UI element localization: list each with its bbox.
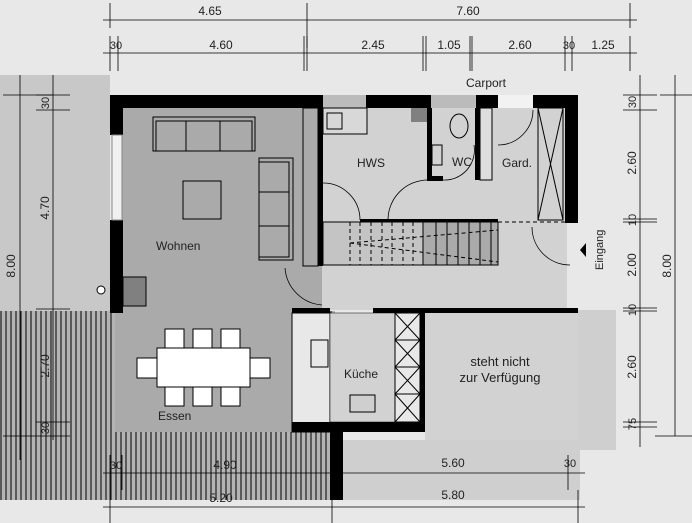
dim-top-inner-5: 2.60 <box>508 38 532 52</box>
wardrobe <box>537 107 564 221</box>
room-label-hws: HWS <box>357 156 385 170</box>
window-left[interactable] <box>111 134 123 221</box>
dim-left-inner-1: 30 <box>40 97 52 109</box>
cupboard <box>302 107 319 267</box>
dim-bottom-outer-1: 5.20 <box>209 491 233 505</box>
dim-bottom-inner-2: 4.90 <box>213 458 237 472</box>
room-label-kueche: Küche <box>344 367 378 381</box>
dim-right-inner-3: 10 <box>627 214 639 226</box>
dim-top-inner-4: 1.05 <box>437 38 461 52</box>
garden-area <box>0 75 110 311</box>
side-area <box>578 310 616 450</box>
wc-sink <box>431 144 443 166</box>
washer <box>322 107 368 135</box>
outdoor-light <box>96 285 106 295</box>
boiler <box>411 108 427 122</box>
dim-bottom-inner-4: 30 <box>564 458 576 470</box>
dim-top-inner-3: 2.45 <box>361 38 385 52</box>
dim-right-outer: 8.00 <box>660 254 674 278</box>
dim-left-inner-3: 2.70 <box>38 354 52 378</box>
doors[interactable] <box>284 109 571 306</box>
dimension-lines <box>3 3 692 523</box>
staircase <box>322 221 578 266</box>
unavailable-label-2: zur Verfügung <box>460 370 541 385</box>
dim-bottom-inner-1: 30 <box>110 460 122 472</box>
toilet <box>449 113 469 139</box>
dim-right-inner-7: 75 <box>627 418 639 430</box>
dim-right-inner-1: 30 <box>627 96 639 108</box>
gard-post <box>479 107 493 181</box>
dim-left-inner-4: 30 <box>40 422 52 434</box>
dim-bottom-inner-3: 5.60 <box>441 456 465 470</box>
dim-top-outer-2: 7.60 <box>456 4 480 18</box>
carport-label: Carport <box>466 76 507 90</box>
walls <box>110 95 578 500</box>
dim-right-inner-5: 10 <box>627 304 639 316</box>
room-label-gard: Gard. <box>502 156 532 170</box>
kitchen-counter <box>291 312 331 433</box>
window-gard[interactable] <box>498 95 533 108</box>
bottom-area <box>335 440 580 500</box>
entrance-label: Eingang <box>594 230 606 270</box>
dim-top-inner-7: 1.25 <box>591 38 615 52</box>
dim-top-outer-1: 4.65 <box>198 4 222 18</box>
room-label-wohnen: Wohnen <box>156 239 200 253</box>
dim-bottom-outer-2: 5.80 <box>441 488 465 502</box>
unavailable-label-1: steht nicht <box>470 354 530 369</box>
window-hws[interactable] <box>323 95 366 108</box>
dim-top-inner-2: 4.60 <box>209 38 233 52</box>
dim-right-inner-2: 2.60 <box>625 151 639 175</box>
stove <box>310 339 329 368</box>
unavailable-area <box>425 313 578 440</box>
room-label-wc: WC <box>452 155 472 169</box>
dimension-labels: 4.65 7.60 30 4.60 2.45 1.05 2.60 30 1.25… <box>4 4 674 505</box>
furniture <box>122 116 294 407</box>
dim-left-inner-2: 4.70 <box>38 196 52 220</box>
dim-right-inner-4: 2.00 <box>625 253 639 277</box>
sink <box>349 394 376 413</box>
hall-floor <box>322 108 567 310</box>
window-wc[interactable] <box>431 95 476 108</box>
dim-top-inner-6: 30 <box>563 40 575 52</box>
dim-left-outer: 8.00 <box>4 254 18 278</box>
dim-right-inner-6: 2.60 <box>625 355 639 379</box>
entrance-arrow-icon <box>580 243 586 257</box>
dim-top-inner-1: 30 <box>110 40 122 52</box>
sink-hws <box>326 112 343 130</box>
room-label-essen: Essen <box>158 409 191 423</box>
